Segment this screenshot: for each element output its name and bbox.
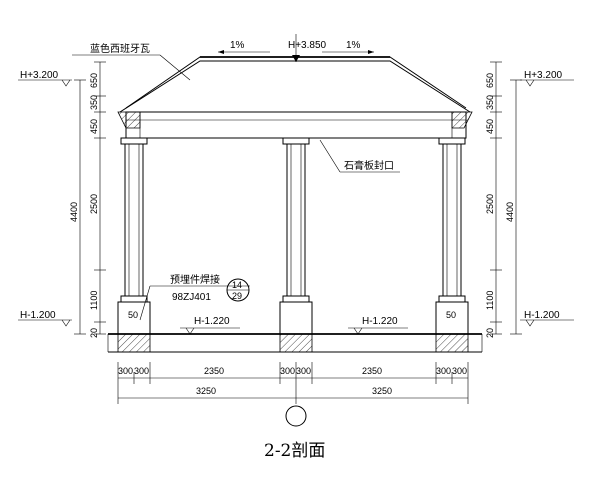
dim-h-total-right: 3250: [372, 386, 392, 396]
pedestal-center: [279, 301, 313, 335]
base-dim-right: 50: [446, 310, 456, 320]
dim-v-right-2500: 2500: [485, 194, 495, 214]
embedded-weld-label: 预埋件焊接: [170, 273, 220, 286]
roof-tile-annotation: 蓝色西班牙瓦: [72, 42, 191, 81]
dims-vertical-right: 650 350 450 2500 1100 20 4400: [485, 61, 522, 338]
elevation-floor-right: H-1.220: [348, 316, 408, 335]
dim-h-8: 300: [452, 366, 467, 376]
weld-annotation: 预埋件焊接 98ZJ401 14 29: [139, 273, 250, 321]
dims-horizontal: 300 300 2350 300 300 2350 300 300 3250 3…: [117, 362, 469, 404]
dim-v-left-20: 20: [89, 328, 99, 338]
dim-v-right-20: 20: [485, 328, 495, 338]
dim-v-right-650: 650: [485, 73, 495, 88]
dim-v-left-2500: 2500: [89, 194, 99, 214]
column-left: [120, 137, 148, 303]
dim-h-4: 300: [280, 366, 295, 376]
gypsum-board-label: 石膏板封口: [344, 159, 394, 172]
column-right: [438, 137, 466, 303]
dim-v-right-450: 450: [485, 119, 495, 134]
dims-vertical-left: 650 350 450 2500 1100 20 4400: [69, 61, 106, 338]
dim-v-right-total: 4400: [505, 202, 515, 222]
roof-tile-label: 蓝色西班牙瓦: [90, 42, 150, 55]
elevation-right-bottom-label: H-1.200: [524, 310, 560, 321]
dim-v-left-650: 650: [89, 73, 99, 88]
gypsum-annotation: 石膏板封口: [319, 139, 400, 173]
slope-right-label: 1%: [346, 40, 361, 51]
axis-bubble: [285, 405, 307, 427]
detail-bottom: 29: [232, 291, 242, 301]
dim-h-2: 300: [134, 366, 149, 376]
dim-v-left-350: 350: [89, 95, 99, 110]
detail-top: 14: [232, 280, 242, 290]
dim-h-5: 300: [296, 366, 311, 376]
column-center: [282, 137, 310, 303]
elevation-right-top: H+3.200: [520, 70, 574, 87]
elevation-floor-left: H-1.220: [180, 316, 240, 335]
dim-v-left-450: 450: [89, 119, 99, 134]
dim-v-right-1100: 1100: [485, 291, 495, 310]
dim-h-7: 300: [436, 366, 451, 376]
dim-h-6: 2350: [362, 366, 382, 376]
std-code-label: 98ZJ401: [172, 292, 211, 303]
dim-h-1: 300: [118, 366, 133, 376]
elevation-left-bottom: H-1.200: [18, 310, 72, 327]
section-title: 2-2剖面: [264, 441, 325, 461]
elevation-right-bottom: H-1.200: [520, 310, 574, 327]
dim-v-right-350: 350: [485, 95, 495, 110]
base-dim-left: 50: [128, 310, 138, 320]
dim-v-left-1100: 1100: [89, 291, 99, 310]
slope-left-label: 1%: [230, 40, 245, 51]
beam: [125, 111, 467, 139]
elevation-ridge-label: H+3.850: [288, 40, 327, 51]
elevation-left-bottom-label: H-1.200: [20, 310, 56, 321]
elevation-ridge: H+3.850: [288, 40, 327, 51]
floor-slab: [107, 333, 483, 353]
elevation-floor-right-label: H-1.220: [362, 316, 398, 327]
roof: [119, 34, 471, 113]
dim-h-total-left: 3250: [196, 386, 216, 396]
dim-h-3: 2350: [204, 366, 224, 376]
elevation-right-top-label: H+3.200: [524, 70, 563, 81]
dim-v-left-total: 4400: [69, 202, 79, 222]
elevation-left-top-label: H+3.200: [20, 70, 59, 81]
elevation-left-top: H+3.200: [18, 70, 72, 87]
elevation-floor-left-label: H-1.220: [194, 316, 230, 327]
